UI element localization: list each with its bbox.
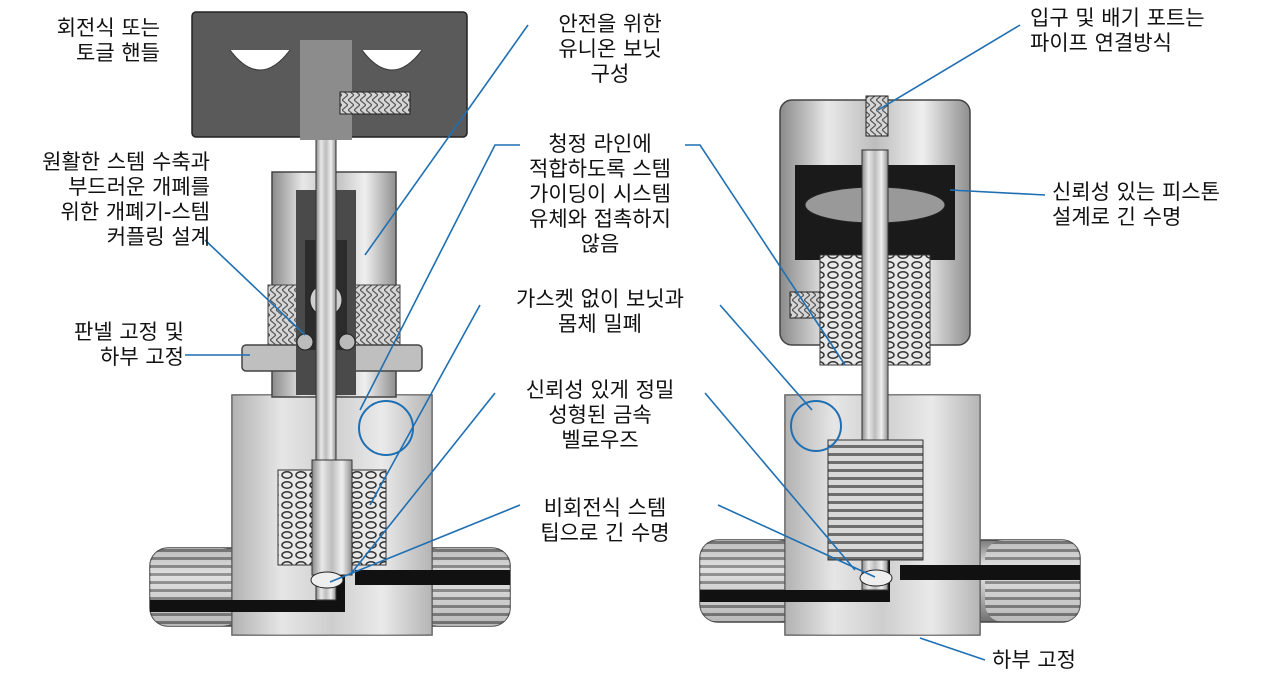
- label-handle: 회전식 또는 토글 핸들: [56, 16, 160, 65]
- label-union-bonnet: 안전을 위한 유니온 보닛 구성: [558, 12, 662, 86]
- label-ports: 입구 및 배기 포트는 파이프 연결방식: [1030, 6, 1205, 55]
- label-stem-guiding: 청정 라인에 적합하도록 스템 가이딩이 시스템 유체와 접촉하지 않음: [529, 132, 671, 256]
- leader-lines: [185, 24, 1046, 661]
- label-gasketless-seal: 가스켓 없이 보닛과 몸체 밀폐: [516, 287, 684, 336]
- label-stem-tip: 비회전식 스템 팁으로 긴 수명: [540, 496, 670, 545]
- label-bottom-mount: 하부 고정: [992, 648, 1076, 672]
- label-piston: 신뢰성 있는 피스톤 설계로 긴 수명: [1052, 180, 1220, 229]
- label-bellows: 신뢰성 있게 정밀 성형된 금속 벨로우즈: [525, 378, 675, 452]
- manual-valve-cutaway: [149, 11, 511, 636]
- label-coupling: 원활한 스템 수축과 부드러운 개폐를 위한 개폐기-스템 커플링 설계: [42, 150, 210, 249]
- pneumatic-valve-cutaway: [699, 95, 1081, 636]
- label-panel-mount: 판넬 고정 및 하부 고정: [74, 320, 184, 369]
